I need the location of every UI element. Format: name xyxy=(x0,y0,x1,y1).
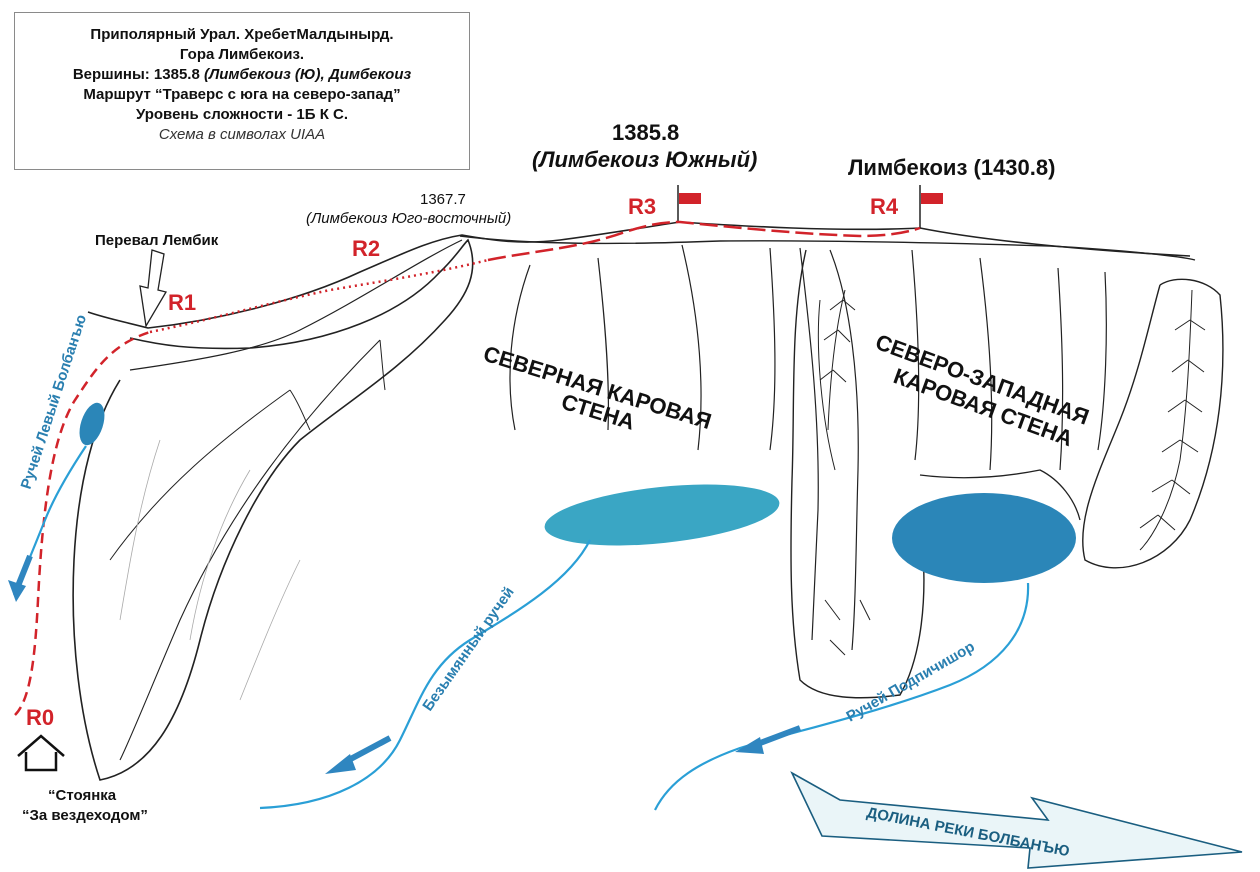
valley-arrow xyxy=(790,771,1243,869)
house-icon xyxy=(17,734,65,772)
ridge-lower-edge xyxy=(459,235,1196,261)
info-box: Приполярный Урал. ХребетМалдынырд. Гора … xyxy=(14,12,470,170)
info-line-5: Уровень сложности - 1Б К С. xyxy=(135,106,349,123)
central-tongue-branch xyxy=(817,299,836,471)
flow-arrow-podpichi xyxy=(735,725,802,754)
lake-left xyxy=(79,402,105,446)
info-line-1: Приполярный Урал. ХребетМалдынырд. xyxy=(90,26,394,43)
route-point-r3: R3 xyxy=(628,194,656,219)
left-massif xyxy=(72,238,474,781)
lake-nameless xyxy=(544,484,780,546)
peak-1367-name: (Лимбекоиз Юго-восточный) xyxy=(306,210,511,227)
peak-1385-height: 1385.8 xyxy=(612,120,679,145)
flow-arrow-left xyxy=(8,554,33,602)
camp-label-2: “За вездеходом” xyxy=(22,807,148,824)
spur-branch xyxy=(379,339,386,391)
route-r1-r2-dotted xyxy=(149,258,489,334)
info-line-3-italic: (Лимбекоиз (Ю), Димбекоиз xyxy=(203,66,412,83)
peak-1367-height: 1367.7 xyxy=(420,191,466,208)
right-tongue xyxy=(1082,278,1224,569)
central-tongue-tree xyxy=(819,289,871,656)
peak-1385-name: (Лимбекоиз Южный) xyxy=(532,147,757,172)
stream-podpichi xyxy=(654,582,1030,811)
lake-podpichi xyxy=(892,493,1076,583)
info-line-2: Гора Лимбекоиз. xyxy=(179,46,305,63)
spur-line-2 xyxy=(109,389,291,561)
info-line-3: Вершины: 1385.8 (Лимбекоиз (Ю), Димбекои… xyxy=(15,65,469,85)
nw-wall-gullies xyxy=(799,247,1064,651)
route-r0-r1 xyxy=(14,330,151,716)
flow-arrow-nameless xyxy=(325,735,392,774)
info-line-6: Схема в символах UIAA xyxy=(158,126,326,143)
central-tongue xyxy=(790,249,925,699)
left-massif-ridge xyxy=(129,239,463,371)
route-r2-r4 xyxy=(487,220,921,262)
spur-line xyxy=(119,339,381,761)
north-wall-gullies xyxy=(509,244,1107,451)
flag-r3 xyxy=(677,185,701,222)
spur-branch-2 xyxy=(289,389,311,431)
stream-nameless-label: Безымянный ручей xyxy=(419,584,517,714)
nw-wall-base xyxy=(919,469,1081,521)
route-point-r4: R4 xyxy=(870,194,899,219)
pass-arrow xyxy=(139,249,168,328)
gully-hints xyxy=(119,439,301,701)
info-line-3-prefix: Вершины: 1385.8 xyxy=(72,66,204,83)
route-point-r0: R0 xyxy=(26,705,54,730)
route-point-r2: R2 xyxy=(352,236,380,261)
ridge-outline xyxy=(87,221,1191,329)
stream-nameless xyxy=(259,539,591,810)
route-point-r1: R1 xyxy=(168,290,196,315)
info-line-4: Маршрут “Траверс с юга на северо-запад” xyxy=(83,86,401,103)
main-peak-label: Лимбекоиз (1430.8) xyxy=(848,155,1055,180)
camp-label-1: “Стоянка xyxy=(48,787,117,804)
stream-left-label: Ручей Левый Болбанъю xyxy=(18,312,91,491)
right-tongue-tree xyxy=(1139,289,1206,551)
flag-r4 xyxy=(919,185,943,228)
pass-label: Перевал Лембик xyxy=(95,232,219,249)
